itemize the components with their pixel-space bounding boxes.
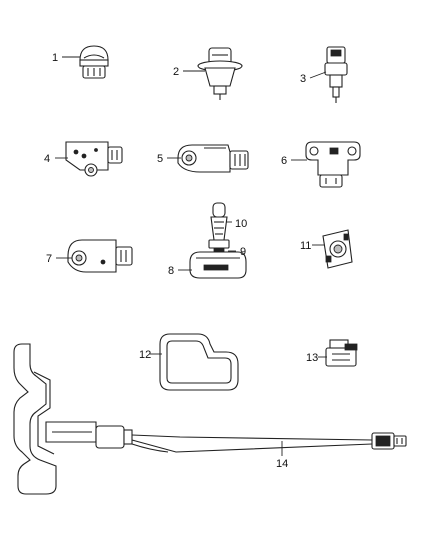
- part-6-sensor: [305, 141, 361, 188]
- callout-5: 5: [157, 153, 163, 165]
- callout-13: 13: [306, 352, 318, 364]
- callout-8: 8: [168, 265, 174, 277]
- part-12-gasket: [159, 333, 239, 391]
- callout-1: 1: [52, 52, 58, 64]
- part-3-sensor: [324, 46, 348, 103]
- callout-4: 4: [44, 153, 50, 165]
- callout-11: 11: [300, 240, 311, 252]
- part-13-module: [325, 339, 358, 367]
- callout-2: 2: [173, 66, 179, 78]
- leader-3: [309, 71, 327, 79]
- part-2-sensor: [197, 47, 243, 100]
- callout-6: 6: [281, 155, 287, 167]
- part-14-mat-sensor: [13, 343, 407, 495]
- callout-12: 12: [139, 349, 151, 361]
- callout-9: 9: [240, 246, 246, 258]
- callout-10: 10: [235, 218, 247, 230]
- part-7-sensor: [67, 239, 133, 273]
- part-1-sensor: [79, 45, 109, 79]
- callout-3: 3: [300, 73, 306, 85]
- part-4-sensor: [65, 141, 123, 177]
- callout-14: 14: [276, 458, 288, 470]
- callout-7: 7: [46, 253, 52, 265]
- part-5-sensor: [177, 144, 249, 173]
- part-11-sensor: [322, 229, 353, 269]
- part-8-9-10-tpms-sensor: [189, 202, 247, 279]
